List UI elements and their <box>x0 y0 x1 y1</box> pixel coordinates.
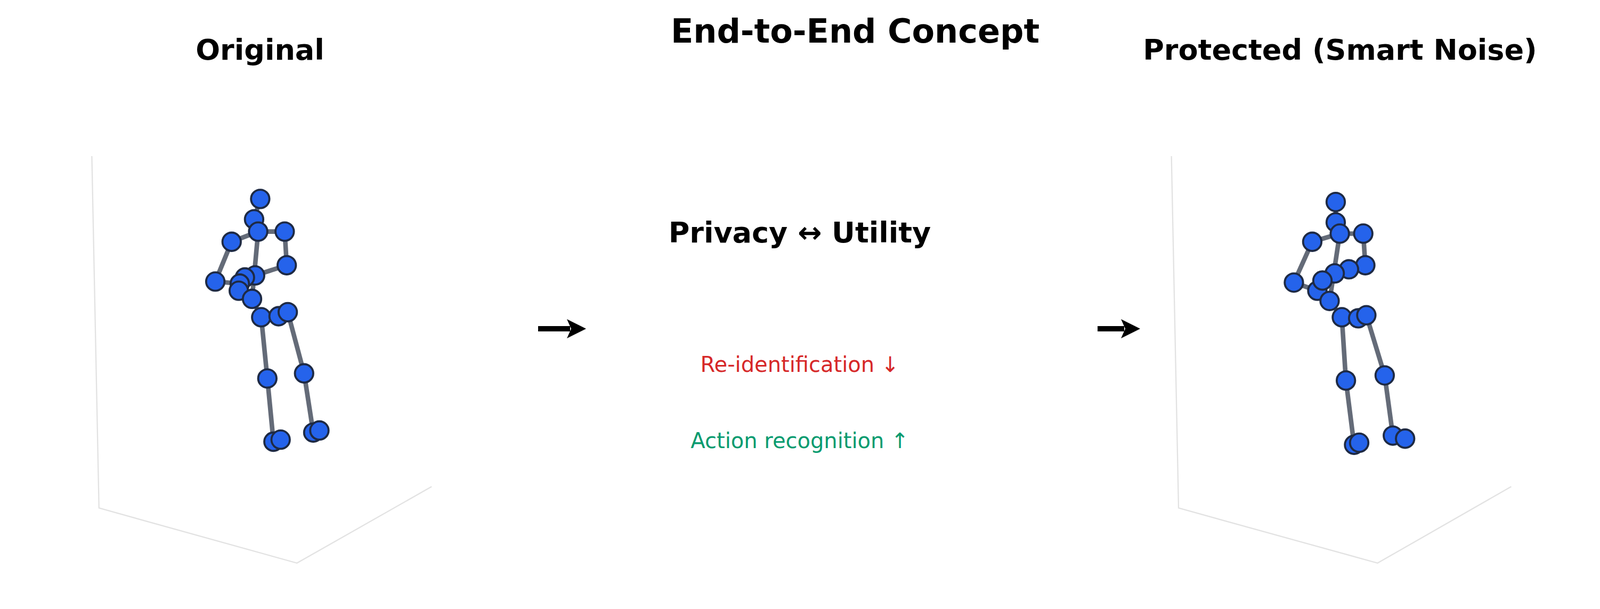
skeleton-protected <box>1284 192 1415 454</box>
flow-arrow <box>538 326 571 332</box>
skeleton-panel: Original <box>58 31 539 565</box>
axis-frame <box>91 156 1512 564</box>
tradeoff-note: Re-identification ↓ <box>700 351 900 378</box>
concept-heading: Privacy ↔ Utility <box>668 215 932 251</box>
diagram-title: End-to-End Concept <box>670 11 1040 52</box>
panel-heading: Original <box>195 33 325 68</box>
skeleton-panel: Protected (Smart Noise) <box>1140 31 1578 565</box>
concept-panel: Privacy ↔ UtilityRe-identification ↓ Acti… <box>586 202 1098 469</box>
panel-heading: Protected (Smart Noise) <box>1142 33 1537 68</box>
tradeoff-note: Action recognition ↑ <box>690 427 909 454</box>
skeleton-original <box>206 189 329 451</box>
flow-arrow <box>1097 326 1125 332</box>
